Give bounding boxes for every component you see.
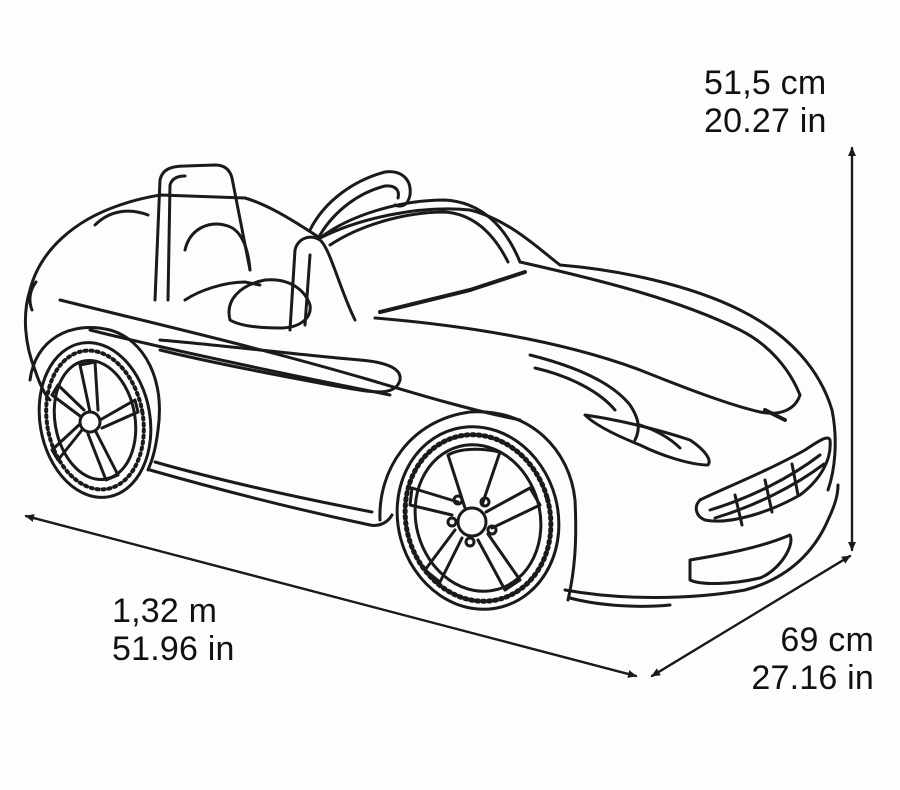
- height-imperial: 20.27 in: [704, 102, 827, 140]
- rear-wheel: [37, 341, 153, 499]
- width-label: 69 cm 27.16 in: [751, 621, 874, 697]
- car-front: [227, 198, 832, 586]
- length-imperial: 51.96 in: [112, 630, 235, 668]
- front-wheel: [395, 425, 561, 611]
- width-dimension-line: [650, 554, 852, 678]
- car-body: [23, 193, 840, 608]
- height-label: 51,5 cm 20.27 in: [704, 64, 827, 140]
- car-interior: [93, 163, 412, 332]
- length-dimension-line: [24, 514, 638, 678]
- length-metric: 1,32 m: [112, 592, 218, 630]
- height-metric: 51,5 cm: [704, 64, 827, 102]
- width-metric: 69 cm: [780, 621, 874, 659]
- width-imperial: 27.16 in: [751, 659, 874, 697]
- length-label: 1,32 m 51.96 in: [112, 592, 235, 668]
